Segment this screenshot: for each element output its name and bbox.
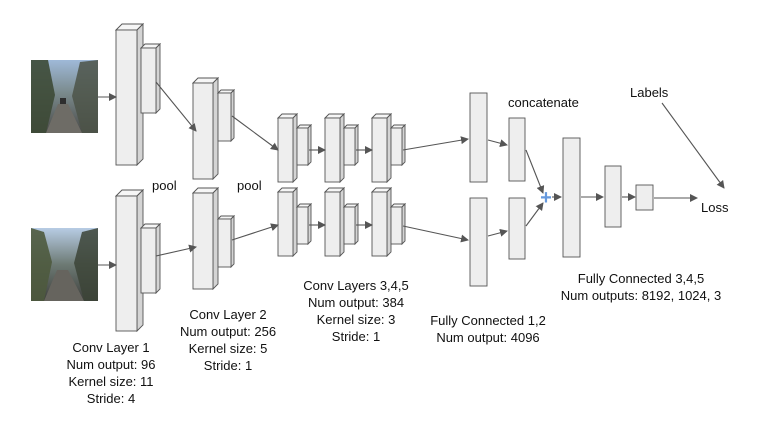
input-image-bottom [31, 228, 98, 301]
conv3-inner-block-top [295, 123, 313, 167]
fc4-block [604, 165, 622, 228]
conv2-kernel-size: Kernel size: 5 [189, 341, 268, 356]
arrow-conv5-to-fc1-top [402, 136, 469, 151]
connectors [98, 81, 725, 269]
conv1-num-output: Num output: 96 [67, 357, 156, 372]
conv1-title: Conv Layer 1 [72, 340, 149, 355]
conv4-block-top [323, 112, 346, 184]
conv2-block-top [191, 76, 220, 181]
input-image-top [31, 60, 98, 133]
conv345-caption: Conv Layers 3,4,5 Num output: 384 Kernel… [303, 278, 409, 344]
conv2-caption: Conv Layer 2 Num output: 256 Kernel size… [180, 307, 276, 373]
conv1-kernel-size: Kernel size: 11 [68, 374, 153, 389]
conv345-title: Conv Layers 3,4,5 [303, 278, 409, 293]
layer-blocks [114, 22, 654, 333]
conv3-block-bottom [276, 186, 299, 258]
labels-label: Labels [630, 85, 669, 100]
loss-label: Loss [701, 200, 729, 215]
conv2-title: Conv Layer 2 [189, 307, 266, 322]
conv1-stride: Stride: 4 [87, 391, 135, 406]
conv4-inner-block-bottom [342, 202, 360, 246]
conv1-inner-block-top [139, 42, 162, 115]
fc3-block [562, 137, 581, 258]
arrow-fc1-to-fc2-top [487, 139, 508, 148]
pool-label-2: pool [237, 178, 262, 193]
pool-label-1: pool [152, 178, 177, 193]
conv1-inner-block-bottom [139, 222, 162, 295]
conv345-stride: Stride: 1 [332, 329, 380, 344]
conv2-inner-block-top [216, 88, 236, 143]
arrow-conv5-to-fc1-bottom [402, 225, 469, 243]
arrow-conv1-to-conv2-bottom [155, 244, 197, 257]
fc345-caption: Fully Connected 3,4,5 Num outputs: 8192,… [561, 271, 721, 303]
fc345-title: Fully Connected 3,4,5 [578, 271, 704, 286]
fc1-block-bottom [469, 197, 488, 287]
arrow-fc1-to-fc2-bottom [487, 228, 508, 237]
conv3-inner-block-bottom [295, 202, 313, 246]
arrow-fc2-to-concat-bottom [525, 202, 544, 227]
conv3-block-top [276, 112, 299, 184]
fc12-num-output: Num output: 4096 [436, 330, 539, 345]
conv345-num-output: Num output: 384 [308, 295, 404, 310]
conv5-inner-block-bottom [389, 202, 407, 246]
arrow-conv2-to-conv3-top [231, 115, 279, 151]
fc5-block [635, 184, 654, 211]
fc2-block-top [508, 117, 526, 182]
fc12-caption: Fully Connected 1,2 Num output: 4096 [430, 313, 546, 345]
concatenate-label: concatenate [508, 95, 579, 110]
fc2-block-bottom [508, 197, 526, 260]
arrow-conv2-to-conv3-bottom [231, 223, 279, 241]
arrow-conv1-to-conv2-top [155, 81, 197, 132]
conv2-num-output: Num output: 256 [180, 324, 276, 339]
conv2-block-bottom [191, 186, 220, 291]
conv1-caption: Conv Layer 1 Num output: 96 Kernel size:… [67, 340, 156, 406]
fc12-title: Fully Connected 1,2 [430, 313, 546, 328]
fc1-block-top [469, 92, 488, 183]
arrow-labels-to-loss [661, 102, 725, 189]
fc345-num-outputs: Num outputs: 8192, 1024, 3 [561, 288, 721, 303]
conv1-block-top [114, 22, 145, 167]
arrow-fc2-to-concat-top [525, 149, 545, 194]
conv5-block-top [370, 112, 393, 184]
conv2-stride: Stride: 1 [204, 358, 252, 373]
concat-plus-symbol: + [540, 187, 552, 209]
conv4-block-bottom [323, 186, 346, 258]
conv4-inner-block-top [342, 123, 360, 167]
conv5-block-bottom [370, 186, 393, 258]
conv345-kernel-size: Kernel size: 3 [317, 312, 396, 327]
conv1-block-bottom [114, 188, 145, 333]
conv5-inner-block-top [389, 123, 407, 167]
conv2-inner-block-bottom [216, 214, 236, 269]
